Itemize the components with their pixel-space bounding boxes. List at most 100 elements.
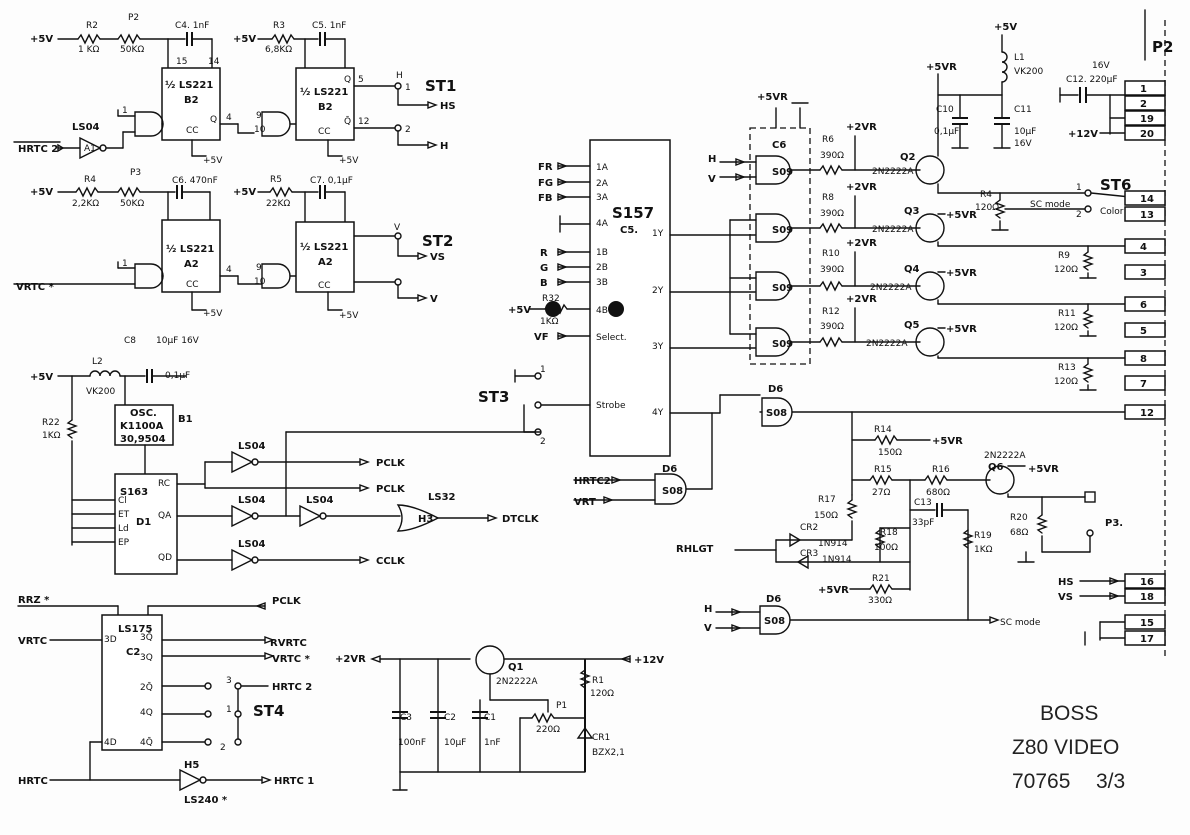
connector-pin-box [1124,80,1166,96]
latch-c2-section: RRZ * PCLK LS175 C2 3D 4D 3Q̄ 3Q 2Q̄ 4Q … [17,595,314,806]
transistor-q5 [915,327,945,357]
pin-cl: Cl [118,496,127,506]
connector-pin-number: 16 [1140,577,1154,588]
zener-cr1 [576,726,594,739]
pin-3q: 3Q [140,653,153,663]
pin-2-st1: 2 [405,125,411,135]
chip-a2-b [295,221,355,293]
c6-package-outline [749,127,811,365]
ls04-pclk: LS04 [238,441,266,452]
signal-fb: FB [538,193,552,204]
c8-value: 10μF 16V [156,336,200,346]
chip-b2-b [295,67,355,141]
nand-gate-d6-upper [761,397,793,427]
connector-pin-number: 15 [1140,618,1154,629]
pin-2y: 2Y [652,286,664,296]
r12-ref: R12 [822,307,840,317]
power-regulator-section: +2VR C3 100nF C2 10μF C1 1nF Q1 2N2222A … [335,645,664,791]
supply-label: +5V [30,34,53,45]
r15-value: 27Ω [872,488,890,498]
connector-pin-box [1124,110,1166,126]
c6-ref: C6 [772,140,786,151]
connector-pin-number: 4 [1140,242,1147,253]
pin-1-a2: 1 [122,259,128,269]
signal-rrz: RRZ * [18,595,50,606]
connector-pin-box [1124,630,1166,646]
c2-ref: C2 [444,713,456,723]
connector-p2: P2 [1144,9,1173,660]
supply-label-5vr-c6: +5VR [757,92,788,103]
signal-pclk: PCLK [376,458,406,469]
c13-value: 33pF [912,518,934,528]
signal-color: Color [1100,207,1124,217]
supply-label-12v: +12V [634,655,664,666]
latch-ls175 [101,614,163,751]
ls04-cclk: LS04 [238,539,266,550]
r16-value: 680Ω [926,488,950,498]
title-line3: 70765 [1012,770,1070,793]
q3-ref: Q3 [904,206,920,217]
d6-bottom-gate: S08 [764,616,785,627]
q4-part: 2N2222A [870,283,912,293]
p3-pot-value: 50KΩ [120,199,144,209]
chip-a2-b-name: ½ LS221 [300,242,348,253]
signal-vf: VF [534,332,549,343]
pin-4a: 4A [596,219,609,229]
q2-ref: Q2 [900,152,916,163]
p3-pot-ref: P3 [130,168,141,178]
rgb-driver-section: +5VR C6 H V S09 S09 S09 S09 D6 S08 R6 39… [708,62,1141,427]
q6-part: 2N2222A [984,451,1026,461]
nand-gate-a2-2 [261,263,291,289]
r20-ref: R20 [1010,513,1028,523]
connector-pin-number: 8 [1140,354,1147,365]
cr2-value: 1N914 [818,539,848,549]
ls175-ref: C2 [126,647,140,658]
l2-value: VK200 [86,387,116,397]
pin-4-a2: 4 [226,265,232,275]
c4-label: C4. 1nF [175,21,209,31]
st4-pin1: 1 [226,705,232,715]
signal-hs: HS [440,101,456,112]
nand-gate-b2-2 [261,111,291,137]
r4-value: 2,2KΩ [72,199,99,209]
c5-label: C5. 1nF [312,21,346,31]
c10-value: 0,1μF [934,127,959,137]
ls04-dt1: LS04 [238,495,266,506]
connector-pin-box [1124,375,1166,391]
nand-gate-b2 [134,111,164,137]
pin-9: 9 [256,111,262,121]
jumper-st4: ST4 [253,702,284,720]
r13-ref: R13 [1058,363,1076,373]
q2-part: 2N2222A [872,167,914,177]
c7-label: C7. 0,1μF [310,176,353,186]
signal-vrt-d6: VRT [574,497,596,508]
multiplexer-c5-section: S157 C5. 1A 2A 3A 4A 1B 2B 3B 4B Select.… [478,139,761,508]
pin-cc: CC [186,126,199,136]
c2-value: 10μF [444,738,466,748]
connector-ref: P2 [1152,38,1173,56]
pin-1y: 1Y [652,229,664,239]
connector-pin-box [1124,206,1166,222]
pin-4q: 4Q [140,708,153,718]
connector-pin-box [1124,95,1166,111]
supply-r21: +5VR [818,585,849,596]
pin-qn-b2: Q̄ [344,115,351,127]
signal-fg: FG [538,178,553,189]
pin-1: 1 [122,106,128,116]
r10-ref: R10 [822,249,840,259]
pin-4: 4 [226,113,232,123]
l2-ref: L2 [92,357,103,367]
and-gate-c6-3 [755,271,791,301]
r1-ref: R1 [592,676,604,686]
nand-gate-d6-lower [654,473,687,505]
multiplexer-s157 [589,139,671,457]
r8-value: 390Ω [820,209,844,219]
signal-rvrtc: RVRTC [270,638,307,649]
q5-part: 2N2222A [866,339,908,349]
pin-9-a2: 9 [256,263,262,273]
connector-pin-box [1124,588,1166,604]
connector-pin-number: 20 [1140,129,1154,140]
nand-gate-a2 [134,263,164,289]
pin-14: 14 [208,57,220,67]
